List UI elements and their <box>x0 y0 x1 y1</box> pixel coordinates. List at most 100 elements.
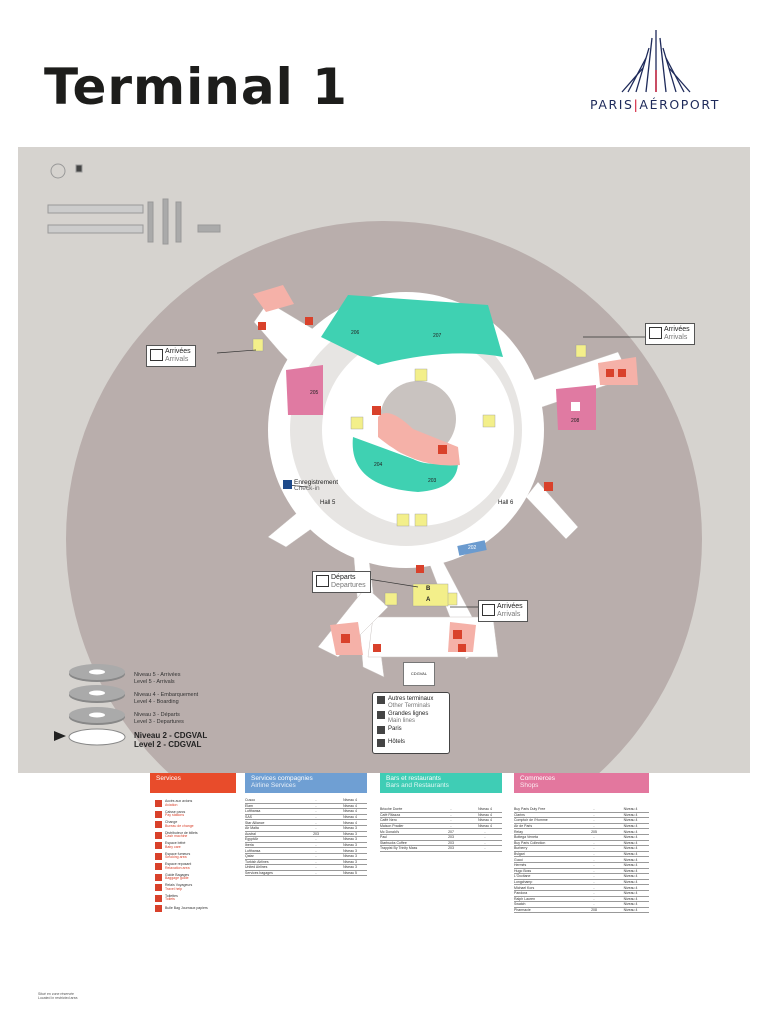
table-row: Clarins-Niveau 4 <box>514 813 649 819</box>
table-row: Hugo Boss-Niveau 4 <box>514 869 649 875</box>
departures-icon <box>316 575 329 587</box>
service-icon <box>155 821 162 829</box>
service-item: Bulle Bag Journaux papiers <box>155 905 208 912</box>
gate-label: 206 <box>351 330 360 336</box>
gate-label: 202 <box>468 545 477 551</box>
services-section: Services <box>150 773 236 793</box>
table-row: Caffè Nero-Niveau 4 <box>380 818 502 824</box>
gate-label: 205 <box>310 390 319 396</box>
table-row: Air de Paris-Niveau 4 <box>514 824 649 830</box>
gate-label: 203 <box>428 478 437 484</box>
table-row: Bottega Veneta-Niveau 4 <box>514 835 649 841</box>
service-icon <box>155 831 162 839</box>
cdgval-stop: CDGVAL <box>403 662 435 686</box>
table-row: Lufthansa-Niveau 3 <box>245 848 367 854</box>
table-row: Café Ritazza-Niveau 4 <box>380 813 502 819</box>
door-b-label: B <box>426 586 431 592</box>
terminal-map-drawing <box>47 163 702 773</box>
service-icon <box>155 905 162 912</box>
service-icon <box>155 852 162 860</box>
zone-206-207 <box>321 295 503 365</box>
service-icon <box>155 800 162 808</box>
gate-label: 207 <box>433 333 442 339</box>
table-row: Star Alliance-Niveau 4 <box>245 820 367 826</box>
table-row: Longchamp-Niveau 4 <box>514 880 649 886</box>
table-row: Buy Paris Collection-Niveau 4 <box>514 841 649 847</box>
arrivals-icon <box>649 327 662 339</box>
service-icon <box>155 873 162 881</box>
table-row: Michael Kors-Niveau 4 <box>514 885 649 891</box>
paris-aeroport-logo <box>621 30 691 93</box>
table-row: Brioche Dorée-Niveau 4 <box>380 807 502 813</box>
table-row: Burberry-Niveau 4 <box>514 846 649 852</box>
train-icon <box>377 696 385 704</box>
table-row: Buy Paris Duty Free-Niveau 4 <box>514 807 649 813</box>
gate-label: 204 <box>374 462 383 468</box>
table-row: Cusoo-Niveau 4 <box>245 798 367 804</box>
table-row: Swatch-Niveau 4 <box>514 902 649 908</box>
table-row: Air Malta-Niveau 3 <box>245 826 367 832</box>
arrivals-icon <box>150 349 163 361</box>
zone-204-203 <box>352 437 458 492</box>
table-row: EgyptAir-Niveau 3 <box>245 837 367 843</box>
table-row: Lufthansa-Niveau 4 <box>245 809 367 815</box>
table-row: Bvlgari-Niveau 4 <box>514 852 649 858</box>
rail-icon <box>377 711 385 719</box>
hall5-label: Hall 5 <box>320 500 336 506</box>
table-row: United Airlines-Niveau 3 <box>245 865 367 871</box>
table-row: Qatar-Niveau 3 <box>245 854 367 860</box>
table-row: Comptoir de l'Homme-Niveau 4 <box>514 818 649 824</box>
locator-diagram <box>47 163 221 245</box>
table-row: Pandora-Niveau 4 <box>514 891 649 897</box>
table-row: Turkish Airlines-Niveau 3 <box>245 860 367 866</box>
table-row: SAS-Niveau 4 <box>245 815 367 821</box>
table-row: Elam-Niveau 4 <box>245 804 367 810</box>
checkin-icon <box>283 480 292 489</box>
service-icon <box>155 894 162 902</box>
table-row: L'Occitane-Niveau 4 <box>514 874 649 880</box>
service-icon <box>155 863 162 871</box>
service-icon <box>155 884 162 892</box>
hotel-icon <box>377 739 385 747</box>
gate-label: 208 <box>571 418 580 424</box>
service-icon <box>155 810 162 818</box>
rer-icon <box>377 726 385 734</box>
table-row: Maison Pradier-Niveau 4 <box>380 824 502 830</box>
services-header: Services <box>150 773 236 793</box>
terminal-map: 206 207 205 208 204 203 202 Hall 5 Hall … <box>18 147 750 773</box>
